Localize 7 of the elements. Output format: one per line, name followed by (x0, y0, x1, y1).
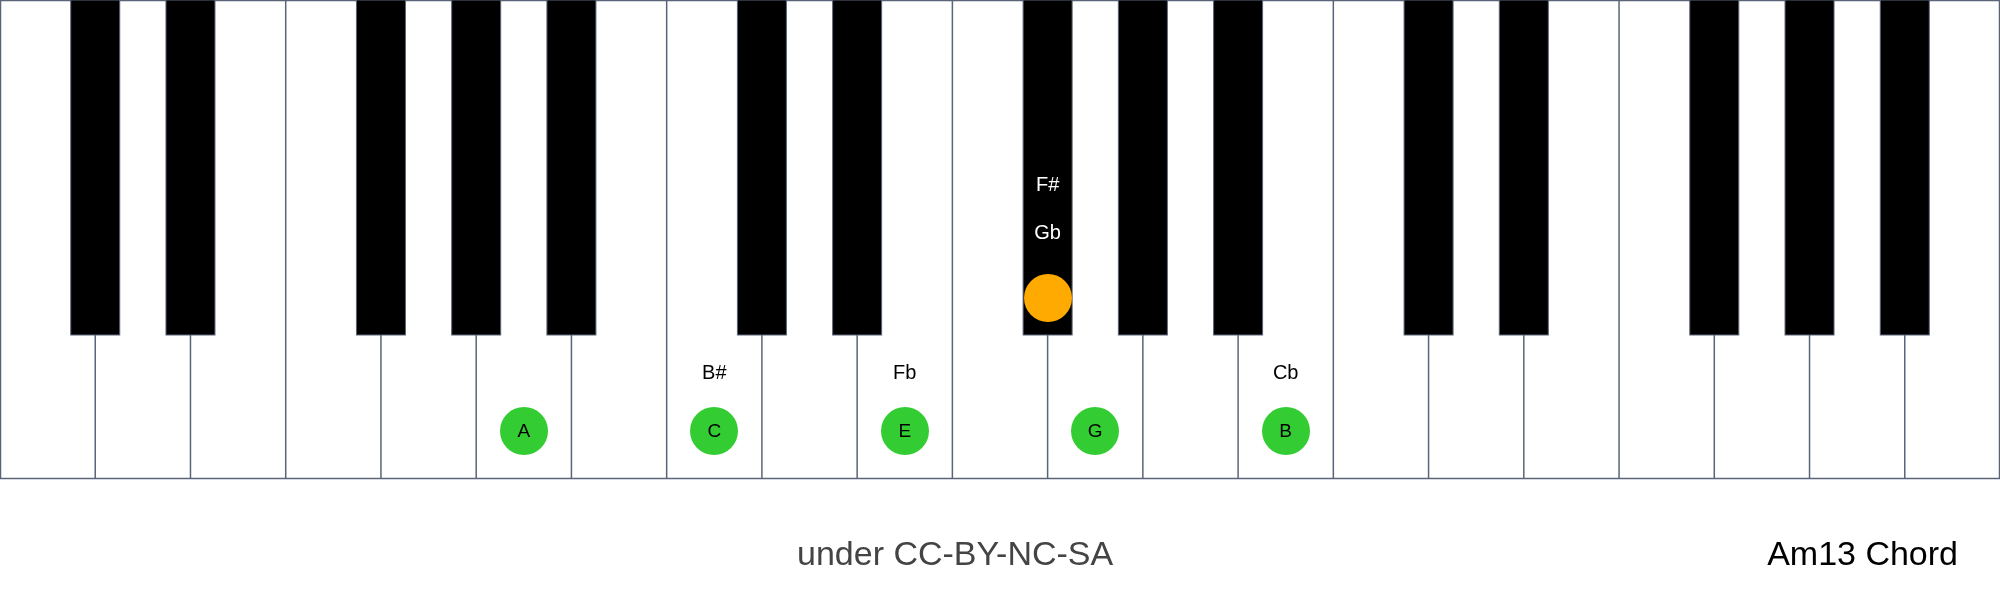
chord-title: Am13 Chord (1767, 536, 1958, 570)
note-name: B# (702, 362, 727, 382)
note-name: F# (1035, 174, 1060, 194)
note-name: Gb (1034, 222, 1061, 242)
note-name: Fb (893, 362, 917, 382)
license-note: under CC-BY-NC-SA (797, 536, 1114, 570)
note-name: Cb (1272, 362, 1299, 382)
